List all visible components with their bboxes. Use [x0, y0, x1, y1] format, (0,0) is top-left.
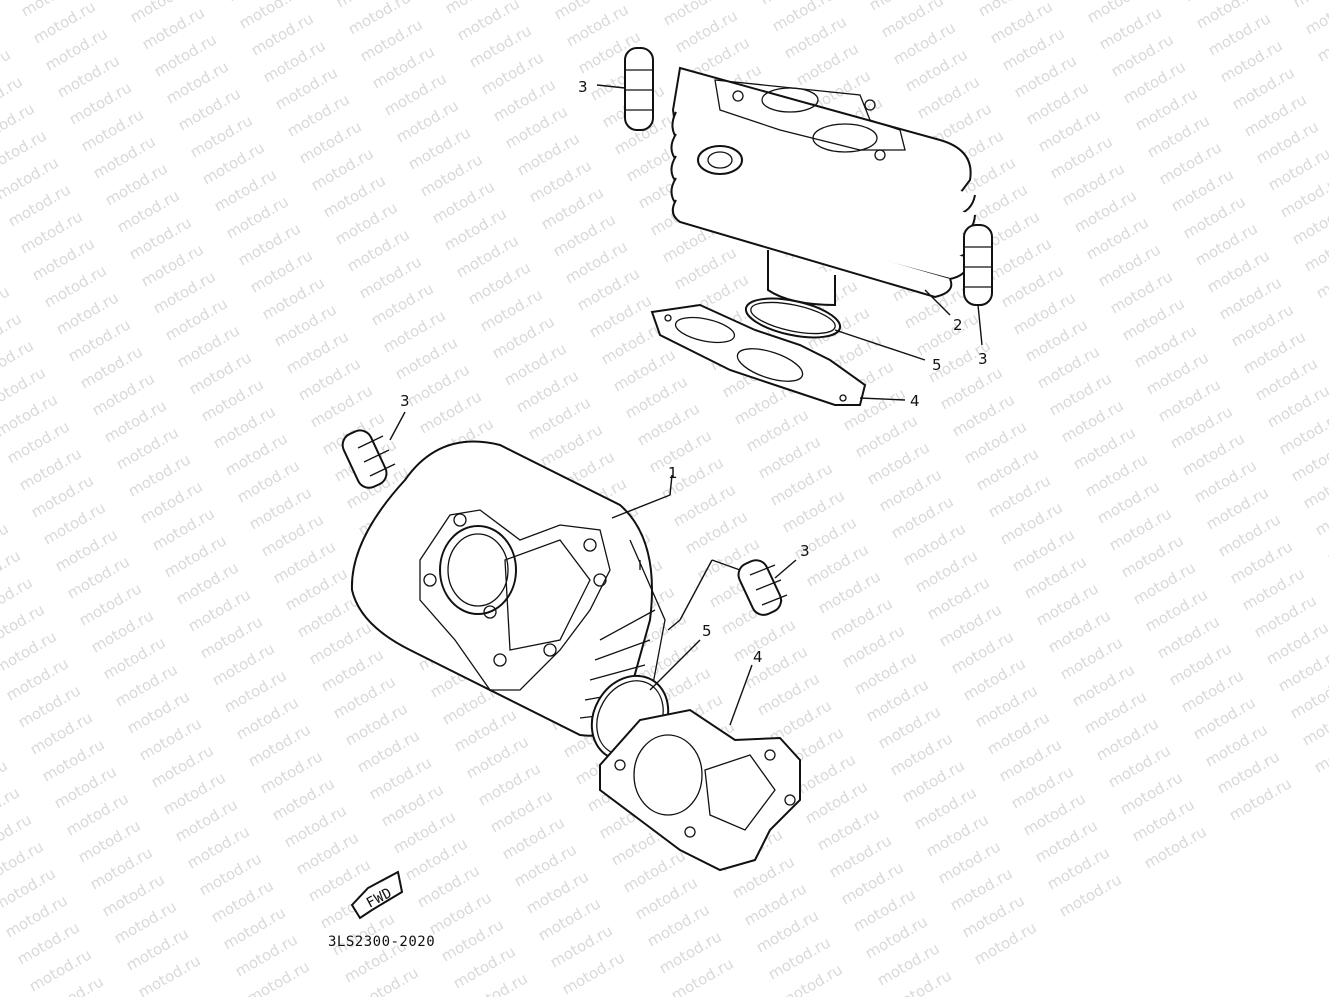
callout-3-lower-left: 3	[400, 392, 410, 410]
upper-dowel-right	[963, 224, 993, 306]
lower-cylinder	[350, 440, 666, 741]
diagram-code: 3LS2300-2020	[328, 934, 435, 950]
upper-dowel-left	[624, 47, 654, 131]
callout-5-top: 5	[932, 356, 942, 374]
upper-o-ring	[744, 297, 842, 339]
callout-4-top: 4	[910, 392, 920, 410]
callout-2: 2	[953, 316, 963, 334]
lower-dowel-left	[341, 429, 396, 489]
callout-3-top: 3	[578, 78, 588, 96]
leader-lines	[389, 84, 983, 726]
upper-gasket	[650, 303, 867, 406]
callout-5-lower: 5	[702, 622, 712, 640]
callout-1: 1	[668, 464, 678, 482]
lower-dowel-right	[737, 559, 788, 616]
fwd-arrow-icon: FWD	[350, 870, 404, 920]
callout-3-right: 3	[978, 350, 988, 368]
lower-gasket	[599, 708, 801, 872]
callout-4-lower: 4	[753, 648, 763, 666]
callout-3-lower-right: 3	[800, 542, 810, 560]
